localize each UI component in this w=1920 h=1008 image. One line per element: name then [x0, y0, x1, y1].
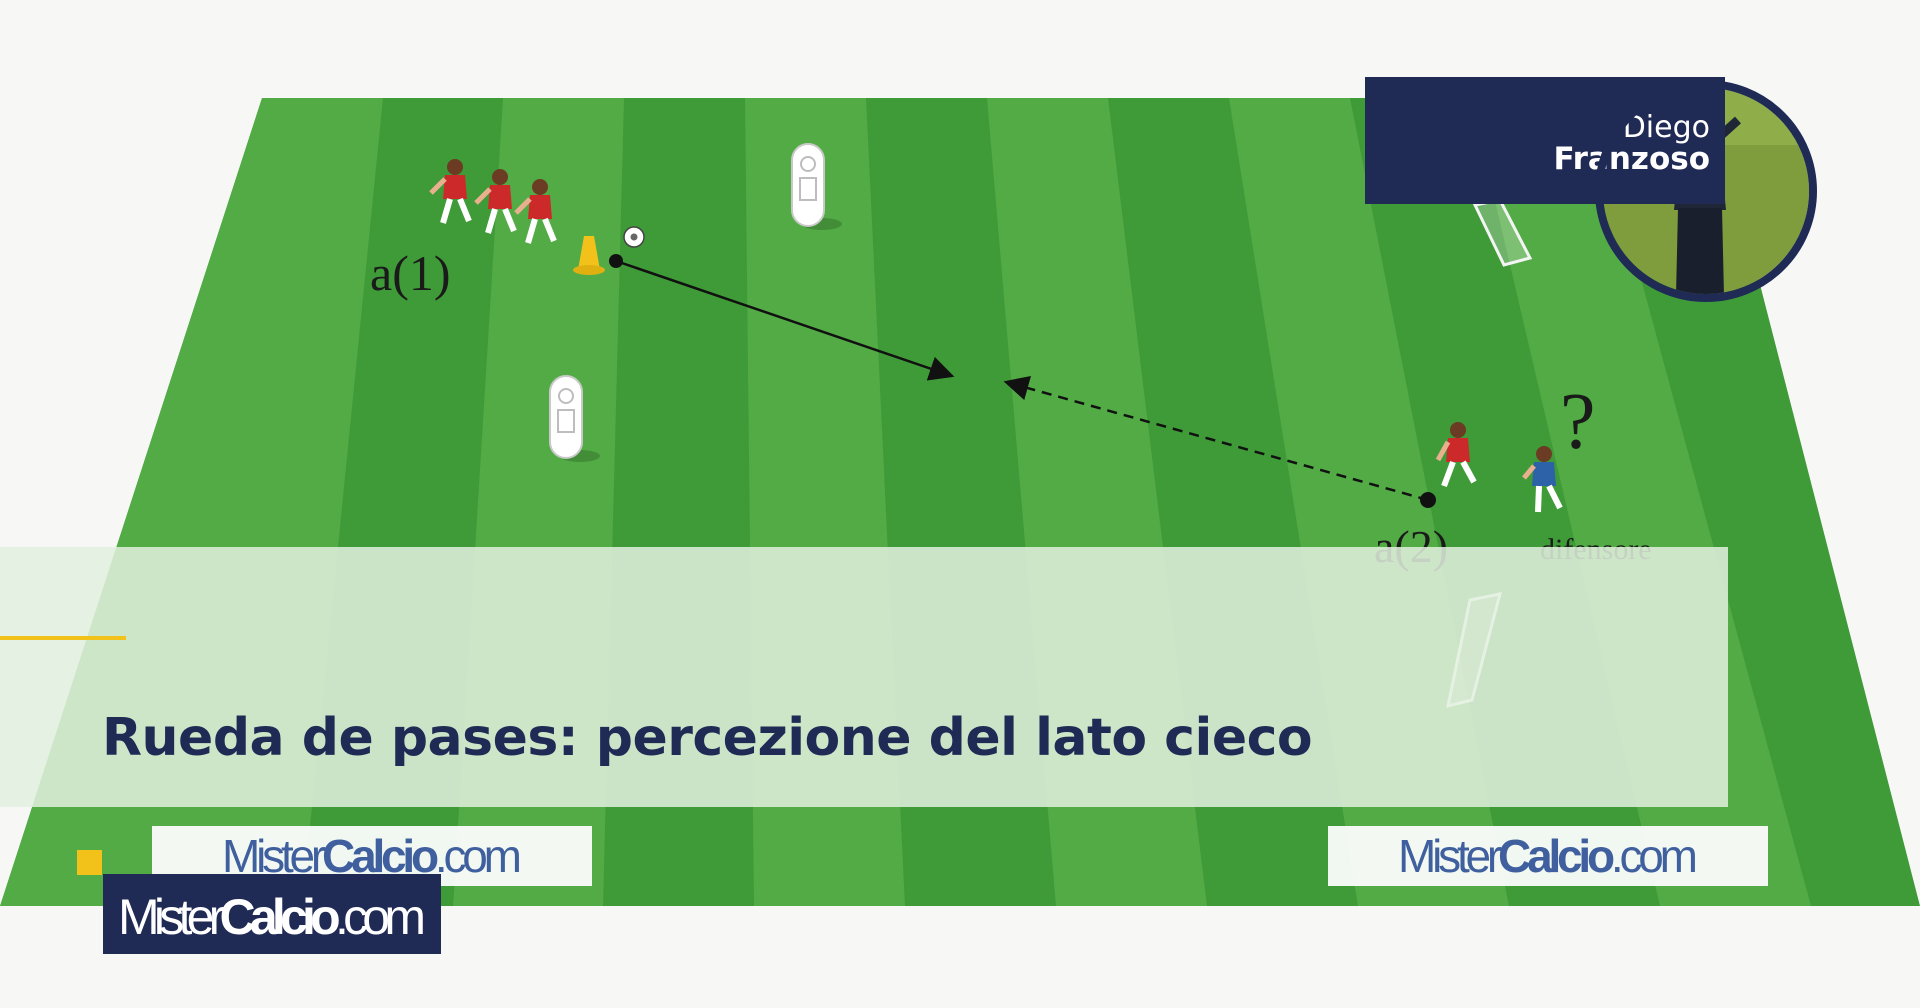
mannequin-icon	[791, 143, 842, 230]
author-badge	[1365, 77, 1725, 204]
title-band	[0, 547, 1728, 807]
avatar-frame	[1595, 80, 1817, 302]
accent-line	[0, 636, 126, 640]
cone-icon	[573, 236, 605, 275]
mannequin-icon	[549, 375, 600, 462]
player-icon	[514, 179, 557, 244]
author-first-name: Diego	[1622, 110, 1710, 145]
player-icon	[474, 169, 517, 234]
sideline-banner-right: MisterCalcio.com	[1328, 826, 1768, 886]
player-group-a1	[429, 159, 557, 244]
accent-square	[77, 850, 102, 875]
sideline-banner-left: MisterCalcio.com	[152, 826, 592, 886]
question-mark: ?	[1560, 378, 1596, 466]
mistercalcio-logo[interactable]: MisterCalcio.com	[103, 874, 441, 954]
page-title: Rueda de pases: percezione del lato ciec…	[102, 708, 1313, 768]
svg-text:MisterCalcio.com: MisterCalcio.com	[1398, 830, 1698, 882]
label-a1: a(1)	[370, 245, 451, 301]
defender-icon	[1522, 446, 1563, 513]
player-icon	[429, 159, 472, 224]
pass-arrow-dashed	[1003, 376, 1436, 508]
svg-text:MisterCalcio.com: MisterCalcio.com	[222, 830, 522, 882]
author-last-name: Franzoso	[1553, 141, 1710, 177]
pass-arrow-solid	[609, 254, 955, 381]
player-icon	[1435, 422, 1477, 488]
soccer-ball-icon	[623, 226, 645, 248]
svg-text:MisterCalcio.com: MisterCalcio.com	[118, 889, 426, 945]
